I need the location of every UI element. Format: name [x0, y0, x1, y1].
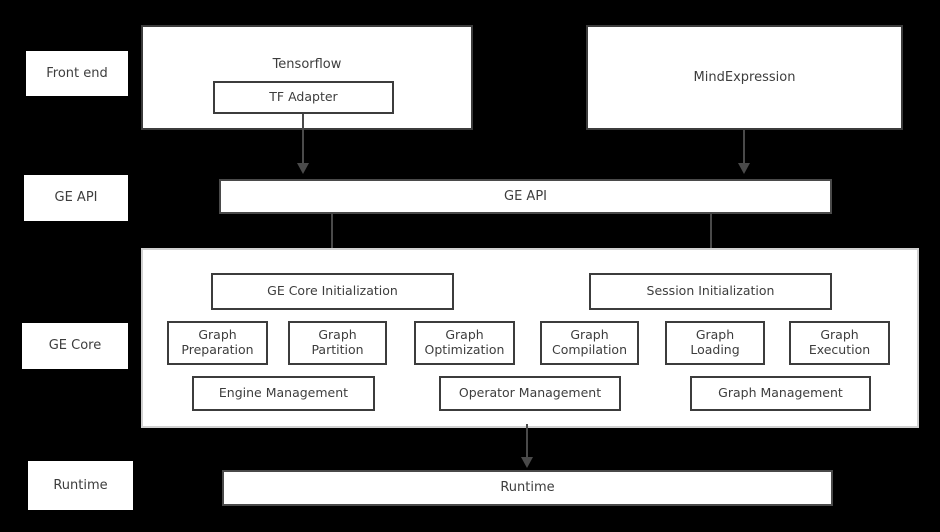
manager-operator-management[interactable]: Operator Management: [439, 376, 621, 411]
ge-api-bar[interactable]: GE API: [219, 179, 832, 214]
connector-ge-core-to-runtime: [526, 424, 528, 460]
arrowhead-tf-adapter-to-ge-api: [297, 163, 309, 174]
module-graph-preparation[interactable]: Graph Preparation: [167, 321, 268, 365]
frontend-mindexpression-container[interactable]: MindExpression: [586, 25, 903, 130]
session-initialization-box[interactable]: Session Initialization: [589, 273, 832, 310]
arrowhead-mindexpression-to-ge-api: [738, 163, 750, 174]
manager-graph-management[interactable]: Graph Management: [690, 376, 871, 411]
stage-label-ge-core: GE Core: [22, 323, 128, 369]
module-graph-optimization[interactable]: Graph Optimization: [414, 321, 515, 365]
arrowhead-ge-core-to-runtime: [521, 457, 533, 468]
tf-adapter-box[interactable]: TF Adapter: [213, 81, 394, 114]
stage-label-ge-api: GE API: [24, 175, 128, 221]
connector-ge-api-to-session-init: [710, 214, 712, 260]
stage-label-front-end: Front end: [26, 51, 128, 96]
frontend-tensorflow-container[interactable]: Tensorflow: [141, 25, 473, 130]
runtime-bar[interactable]: Runtime: [222, 470, 833, 506]
manager-engine-management[interactable]: Engine Management: [192, 376, 375, 411]
tensorflow-label: Tensorflow: [272, 57, 342, 72]
connector-tf-adapter-to-ge-api: [302, 114, 304, 166]
stage-label-runtime: Runtime: [28, 461, 133, 510]
ge-core-initialization-box[interactable]: GE Core Initialization: [211, 273, 454, 310]
connector-ge-api-to-ge-core-init: [331, 214, 333, 260]
module-graph-compilation[interactable]: Graph Compilation: [540, 321, 639, 365]
connector-mindexpression-to-ge-api: [743, 130, 745, 166]
module-graph-partition[interactable]: Graph Partition: [288, 321, 387, 365]
module-graph-execution[interactable]: Graph Execution: [789, 321, 890, 365]
module-graph-loading[interactable]: Graph Loading: [665, 321, 765, 365]
